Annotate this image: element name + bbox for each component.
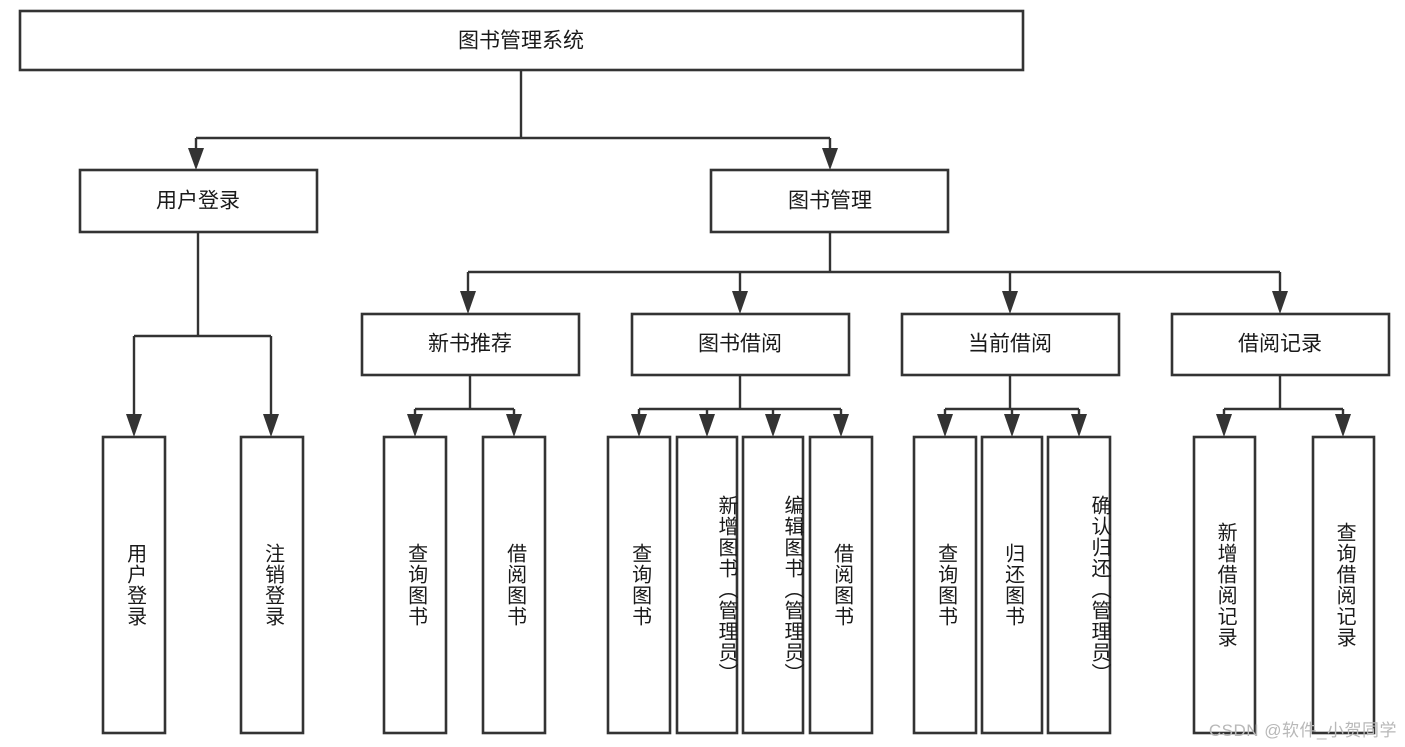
- node-label: 新书推荐: [428, 333, 512, 356]
- arrow-head-icon: [506, 414, 522, 437]
- arrow-head-icon: [765, 414, 781, 437]
- arrow-head-icon: [732, 291, 748, 314]
- node-user-login[interactable]: 用户登录: [78, 168, 319, 234]
- node-box: [900, 312, 1121, 377]
- arrow-head-icon: [263, 414, 279, 437]
- node-current-borrow[interactable]: 当前借阅: [900, 312, 1121, 377]
- watermark-text: CSDN @软件_小贺同学: [1208, 721, 1397, 740]
- node-box: [18, 9, 1025, 72]
- leaf-box-bb-add-book[interactable]: [675, 435, 739, 735]
- connector-newbook-to-leaves: [407, 374, 522, 437]
- node-box: [78, 168, 319, 234]
- leaf-box-user-login[interactable]: [101, 435, 167, 735]
- node-new-book-recommend[interactable]: 新书推荐: [360, 312, 581, 377]
- arrow-head-icon: [407, 414, 423, 437]
- leaf-box-user-logout[interactable]: [239, 435, 305, 735]
- arrow-head-icon: [1272, 291, 1288, 314]
- node-book-management[interactable]: 图书管理: [709, 168, 950, 234]
- node-box: [360, 312, 581, 377]
- connector-bookmgmt-to-level3: [460, 232, 1288, 314]
- arrow-head-icon: [1216, 414, 1232, 437]
- arrow-head-icon: [1335, 414, 1351, 437]
- arrow-head-icon: [188, 148, 204, 170]
- connector-borrowrecord-to-leaves: [1216, 374, 1351, 437]
- connector-currentborrow-to-leaves: [937, 374, 1087, 437]
- leaf-box-cb-confirm-return[interactable]: [1046, 435, 1112, 735]
- node-box: [1170, 312, 1391, 377]
- leaf-box-cb-query-book[interactable]: [912, 435, 978, 735]
- arrow-head-icon: [1071, 414, 1087, 437]
- node-borrow-record[interactable]: 借阅记录: [1170, 312, 1391, 377]
- leaf-box-bb-query-book[interactable]: [606, 435, 672, 735]
- connector-root-to-level2: [188, 70, 838, 170]
- node-box: [709, 168, 950, 234]
- node-label: 借阅记录: [1238, 333, 1322, 356]
- arrow-head-icon: [937, 414, 953, 437]
- leaf-box-cb-return-book[interactable]: [980, 435, 1044, 735]
- arrow-head-icon: [822, 148, 838, 170]
- connector-userlogin-to-leaves: [126, 232, 279, 437]
- node-label: 用户登录: [156, 190, 240, 213]
- leaf-box-br-add-record[interactable]: [1192, 435, 1257, 735]
- arrow-head-icon: [126, 414, 142, 437]
- leaf-box-bb-edit-book[interactable]: [741, 435, 805, 735]
- leaf-box-nbr-borrow-book[interactable]: [481, 435, 547, 735]
- node-box: [630, 312, 851, 377]
- arrow-head-icon: [699, 414, 715, 437]
- node-label: 图书借阅: [698, 333, 782, 356]
- arrow-head-icon: [460, 291, 476, 314]
- leaf-box-br-query-record[interactable]: [1311, 435, 1376, 735]
- arrow-head-icon: [1004, 414, 1020, 437]
- arrow-head-icon: [1002, 291, 1018, 314]
- arrow-head-icon: [631, 414, 647, 437]
- leaf-box-nbr-query-book[interactable]: [382, 435, 448, 735]
- node-book-borrow[interactable]: 图书借阅: [630, 312, 851, 377]
- node-label: 图书管理系统: [458, 30, 584, 53]
- leaf-box-bb-borrow-book[interactable]: [808, 435, 874, 735]
- connector-bookborrow-to-leaves: [631, 374, 849, 437]
- node-root-system[interactable]: 图书管理系统: [18, 9, 1025, 72]
- node-label: 当前借阅: [968, 333, 1052, 356]
- arrow-head-icon: [833, 414, 849, 437]
- node-label: 图书管理: [788, 190, 872, 213]
